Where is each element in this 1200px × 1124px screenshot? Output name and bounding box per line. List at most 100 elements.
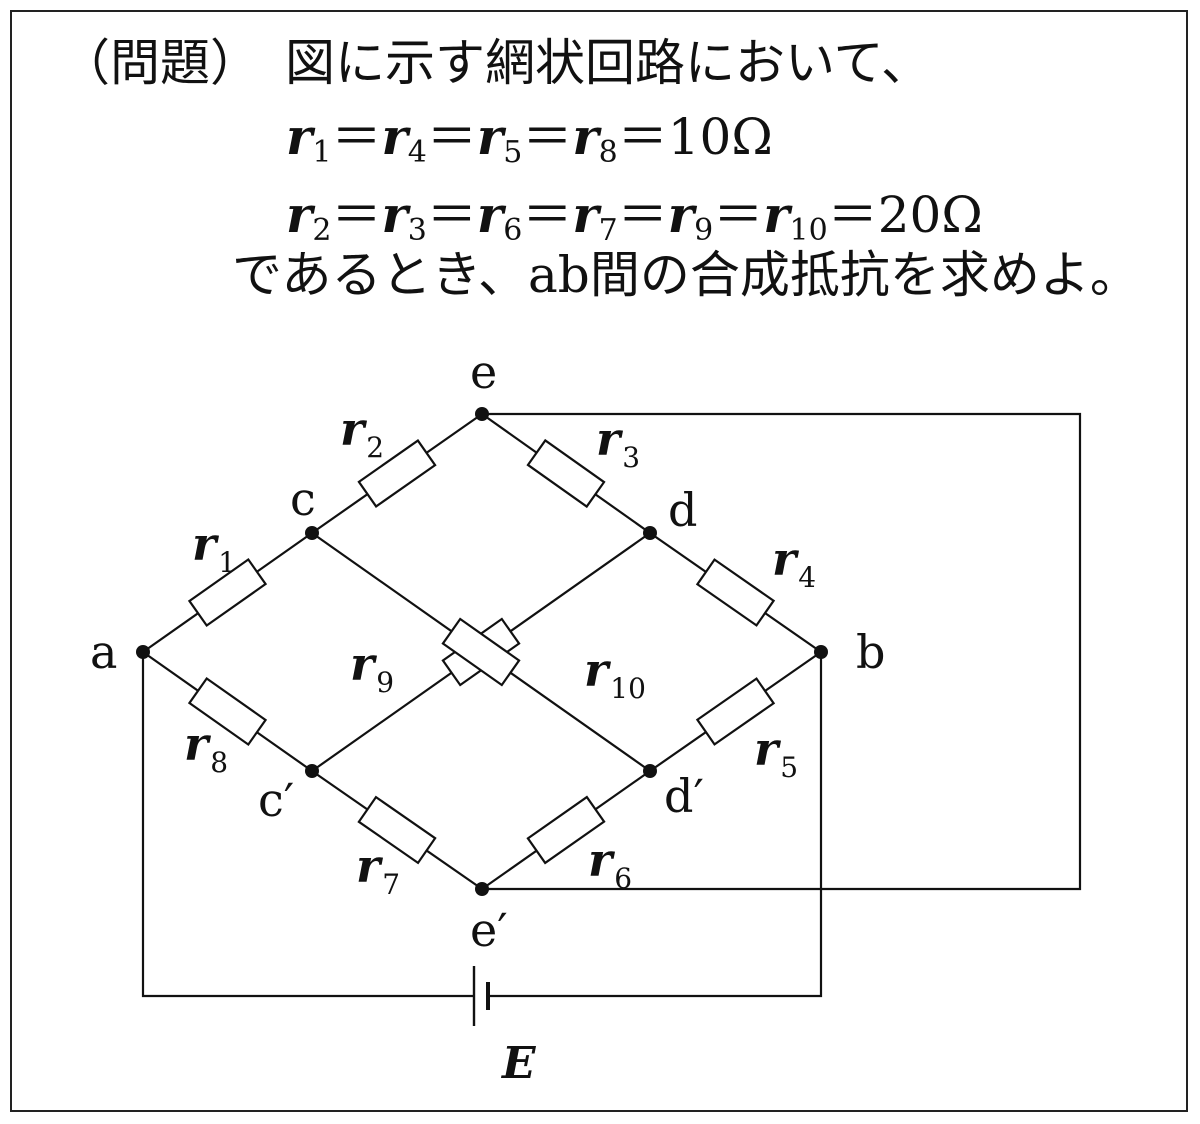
resistor-label-var: r xyxy=(184,717,212,771)
resistor-label-sub: 4 xyxy=(798,561,816,594)
equals-sign: ＝ xyxy=(522,108,573,166)
resistor-r1 xyxy=(187,557,268,628)
resistor-label-r1: r1 xyxy=(192,517,236,579)
resistor-r4 xyxy=(695,558,776,627)
resistor-label-var: r xyxy=(772,532,800,586)
resistor-label-var: r xyxy=(350,637,378,691)
resistor-label-sub: 9 xyxy=(376,666,394,699)
var-sub: 1 xyxy=(312,135,332,170)
resistor-label-sub: 6 xyxy=(614,862,632,895)
var-sub: 2 xyxy=(312,213,332,248)
resistor-label-var: r xyxy=(584,643,612,697)
wires xyxy=(141,412,1082,998)
resistor-label-var: r xyxy=(192,517,220,571)
var-r: r xyxy=(476,107,504,166)
var-sub: 9 xyxy=(694,213,714,248)
equals-sign: ＝ xyxy=(426,186,477,244)
resistors xyxy=(187,438,776,865)
wire-e-to-e-prime xyxy=(482,412,1082,891)
resistor-label-var: r xyxy=(588,833,616,887)
node-dot-d xyxy=(643,526,657,540)
value-text: 20Ω xyxy=(877,186,983,244)
node-label-c: c xyxy=(290,472,316,526)
resistor-r7 xyxy=(357,795,437,865)
resistor-label-sub: 1 xyxy=(218,546,236,579)
equals-sign: ＝ xyxy=(426,108,477,166)
equals-sign: ＝ xyxy=(331,186,382,244)
nodes xyxy=(136,407,828,896)
equals-sign: ＝ xyxy=(522,186,573,244)
resistor-label-r9: r9 xyxy=(350,637,394,699)
battery xyxy=(472,966,490,1026)
var-r: r xyxy=(667,185,695,244)
resistor-r5 xyxy=(695,677,776,746)
var-sub: 6 xyxy=(503,213,523,248)
resistor-label-sub: 2 xyxy=(366,431,384,464)
var-sub: 7 xyxy=(598,213,618,248)
node-label-b: b xyxy=(856,625,885,679)
equals-sign: ＝ xyxy=(713,186,764,244)
resistor-label-sub: 5 xyxy=(780,751,798,784)
question-line: であるとき、ab間の合成抵抗を求めよ。 xyxy=(232,246,1140,304)
problem-frame xyxy=(10,10,1188,1112)
equals-sign: ＝ xyxy=(331,108,382,166)
var-r: r xyxy=(476,185,504,244)
node-dot-d2 xyxy=(643,764,657,778)
node-label-d2: d′ xyxy=(664,769,704,823)
resistor-r2 xyxy=(357,439,437,508)
value-text: 10Ω xyxy=(667,108,773,166)
resistor-label-sub: 8 xyxy=(210,746,228,779)
node-dot-e2 xyxy=(475,882,489,896)
resistor-label-r3: r3 xyxy=(596,412,640,474)
resistor-label-r2: r2 xyxy=(340,402,384,464)
var-r: r xyxy=(381,185,408,244)
node-label-e: e xyxy=(470,345,497,399)
resistor-r8 xyxy=(187,676,268,747)
resistor-label-var: r xyxy=(596,412,624,466)
resistor-r10 xyxy=(441,617,521,687)
problem-title: （問題） 図に示す網状回路において、 xyxy=(60,34,931,92)
var-r: r xyxy=(763,185,790,244)
resistor-label-r4: r4 xyxy=(772,532,816,594)
var-sub: 4 xyxy=(407,135,427,170)
resistor-label-r10: r10 xyxy=(584,643,646,705)
node-dot-c2 xyxy=(305,764,319,778)
resistor-label-r5: r5 xyxy=(754,722,798,784)
var-r: r xyxy=(286,185,313,244)
equation-line-2: r2＝r3＝r6＝r7＝r9＝r10＝20Ω xyxy=(286,190,983,246)
node-label-a: a xyxy=(90,625,117,679)
var-r: r xyxy=(286,107,313,166)
resistor-r3 xyxy=(526,438,606,509)
var-sub: 8 xyxy=(598,135,618,170)
node-label-d: d xyxy=(668,483,697,537)
node-dot-a xyxy=(136,645,150,659)
resistor-label-sub: 10 xyxy=(610,672,646,705)
node-dot-b xyxy=(814,645,828,659)
node-label-c2: c′ xyxy=(258,773,294,827)
wire-b-to-battery xyxy=(488,652,823,998)
var-r: r xyxy=(572,107,599,166)
resistor-label-r7: r7 xyxy=(356,839,400,901)
node-dot-c xyxy=(305,526,319,540)
equation-line-1: r1＝r4＝r5＝r8＝10Ω xyxy=(286,112,773,168)
resistor-label-sub: 3 xyxy=(622,441,640,474)
resistor-label-r8: r8 xyxy=(184,717,228,779)
node-dot-e xyxy=(475,407,489,421)
var-sub: 5 xyxy=(503,135,523,170)
equals-sign: ＝ xyxy=(617,186,668,244)
resistor-label-var: r xyxy=(356,839,384,893)
equals-sign: ＝ xyxy=(617,108,668,166)
resistor-label-var: r xyxy=(340,402,368,456)
var-sub: 10 xyxy=(789,213,828,248)
var-r: r xyxy=(381,107,408,166)
resistor-label-sub: 7 xyxy=(382,868,400,901)
equals-sign: ＝ xyxy=(827,186,878,244)
var-r: r xyxy=(572,185,599,244)
var-sub: 3 xyxy=(407,213,427,248)
resistor-r6 xyxy=(526,795,606,865)
resistor-label-r6: r6 xyxy=(588,833,632,895)
wire-a-to-battery xyxy=(141,652,474,998)
resistor-label-var: r xyxy=(754,722,782,776)
